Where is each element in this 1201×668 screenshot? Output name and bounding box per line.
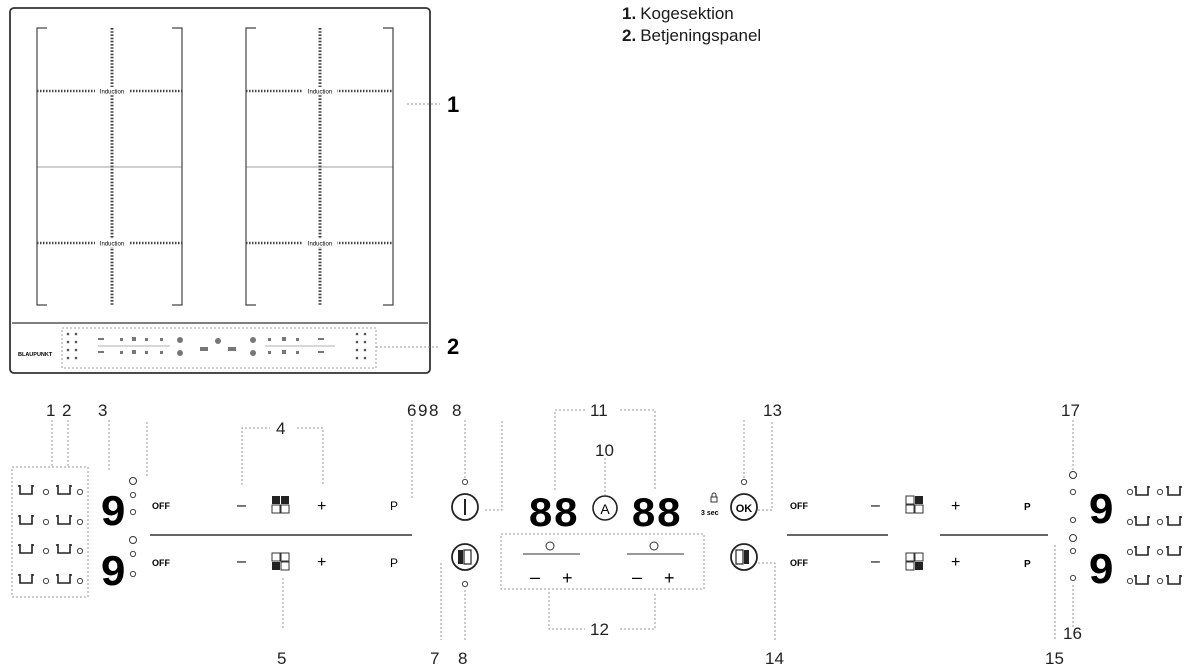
brand-logo: BLAUPUNKT	[18, 352, 53, 358]
callout-n15: 15	[1045, 649, 1064, 668]
timer-indicators-right	[1069, 471, 1077, 582]
plus-button-left-bottom[interactable]: +	[317, 554, 326, 571]
callout-n4: 4	[276, 419, 285, 438]
plus-button-right-bottom[interactable]: +	[951, 554, 960, 571]
legend: 1.Kogesektion 2.Betjeningspanel	[622, 3, 761, 47]
mini-control-panel	[61, 327, 377, 369]
bridge-button-left[interactable]	[451, 543, 479, 571]
zone-select-right-top[interactable]	[905, 495, 924, 514]
timer-display-left: 88	[528, 491, 578, 539]
timer-minus-right[interactable]: –	[632, 567, 642, 587]
control-panel-detail: 9 9 OFF OFF – – + + P P 88 A 88 – +	[11, 401, 1183, 668]
ok-button[interactable]: OK	[730, 493, 758, 521]
program-icons-left-box	[11, 466, 89, 598]
callout-n8-top-a: 8	[429, 401, 438, 420]
boost-button-right-top[interactable]: P	[1024, 502, 1031, 513]
callout-n14: 14	[765, 649, 784, 668]
zone-select-left-top[interactable]	[271, 496, 290, 514]
svg-text:A: A	[600, 501, 610, 517]
timer-indicators-left	[129, 477, 137, 578]
off-button-right-bottom[interactable]: OFF	[790, 558, 808, 568]
callout-n9: 9	[418, 401, 427, 420]
off-button-left-top[interactable]: OFF	[152, 501, 170, 511]
zone-select-left-bottom[interactable]	[271, 552, 290, 571]
legend-item-1: 1.Kogesektion	[622, 4, 734, 23]
callout-1: 1	[447, 92, 459, 117]
minus-button-left-top[interactable]: –	[237, 497, 246, 514]
callout-2: 2	[447, 334, 459, 359]
callout-n11: 11	[590, 401, 608, 420]
minus-button-right-bottom[interactable]: –	[871, 553, 880, 570]
timer-minus-left[interactable]: –	[530, 567, 540, 587]
bridge-button-right[interactable]	[730, 543, 758, 571]
timer-plus-left[interactable]: +	[562, 568, 573, 588]
cooktop-frame	[9, 7, 431, 374]
callout-n8-bottom: 8	[458, 649, 467, 668]
cooktop-figure: Induction Induction Induction Induction	[9, 7, 459, 374]
callout-n17: 17	[1061, 401, 1080, 420]
plus-button-right-top[interactable]: +	[951, 498, 960, 515]
callout-n7: 7	[430, 649, 439, 668]
power-display-right-top: 9	[1088, 487, 1114, 537]
callout-n1: 1	[46, 401, 55, 420]
lock-icon	[710, 492, 718, 503]
zone-label-right-top: Induction	[308, 90, 332, 96]
callout-n5: 5	[277, 649, 286, 668]
power-display-left-bottom: 9	[100, 549, 126, 599]
boost-button-left-bottom[interactable]: P	[390, 556, 398, 570]
minus-button-left-bottom[interactable]: –	[237, 553, 246, 570]
lock-duration: 3 sec	[701, 510, 719, 517]
legend-item-2: 2.Betjeningspanel	[622, 26, 762, 45]
svg-text:OK: OK	[736, 503, 753, 515]
off-button-right-top[interactable]: OFF	[790, 501, 808, 511]
power-display-left-top: 9	[100, 489, 126, 539]
callout-numbers: 1 2 3 4 5 6 9 8 8 7 8 11 10 12 13 14 17 …	[46, 401, 1082, 668]
callout-n16: 16	[1063, 624, 1082, 643]
boost-button-left-top[interactable]: P	[390, 499, 398, 513]
callout-n6: 6	[407, 401, 416, 420]
callout-n12: 12	[590, 620, 609, 639]
plus-button-left-top[interactable]: +	[317, 498, 326, 515]
boost-button-right-bottom[interactable]: P	[1024, 559, 1031, 570]
callout-n10: 10	[595, 441, 614, 460]
callout-n13: 13	[763, 401, 782, 420]
auto-button[interactable]: A	[592, 495, 618, 521]
minus-button-right-top[interactable]: –	[871, 497, 880, 514]
off-button-left-bottom[interactable]: OFF	[152, 558, 170, 568]
program-icons-right	[1126, 485, 1183, 585]
zone-select-right-bottom[interactable]	[905, 552, 924, 571]
timer-display-right: 88	[631, 491, 681, 539]
leader-lines	[51, 409, 1074, 640]
timer-plus-right[interactable]: +	[664, 568, 675, 588]
power-button[interactable]	[451, 493, 479, 521]
zone-label-right-bottom: Induction	[308, 242, 332, 248]
callout-n2: 2	[62, 401, 71, 420]
callout-n8-top-b: 8	[452, 401, 461, 420]
program-icons-left	[17, 484, 84, 585]
zone-label-left-top: Induction	[100, 90, 124, 96]
timer-controls-box	[500, 533, 705, 590]
zone-label-left-bottom: Induction	[100, 242, 124, 248]
timer-controls	[523, 541, 684, 555]
power-display-right-bottom: 9	[1088, 547, 1114, 597]
callout-n3: 3	[98, 401, 107, 420]
